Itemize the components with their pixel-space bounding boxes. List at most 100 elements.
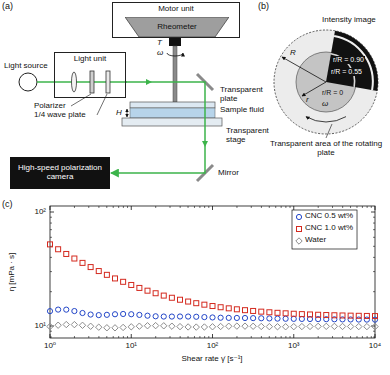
tick-mark — [180, 206, 181, 208]
tick-mark — [50, 334, 51, 338]
tick-mark — [373, 257, 375, 258]
tick-label: 10¹ — [125, 342, 137, 351]
symbol-label: r — [306, 96, 309, 105]
tick-mark — [356, 336, 357, 338]
legend-box — [292, 210, 357, 249]
tick-mark — [194, 206, 195, 208]
data-point — [226, 323, 232, 329]
panel-label: (b) — [258, 2, 269, 12]
intensity-image — [326, 31, 378, 91]
data-point — [356, 313, 361, 318]
data-point — [234, 307, 239, 312]
tick-mark — [371, 206, 372, 208]
data-point — [56, 247, 61, 252]
data-point — [129, 282, 134, 287]
data-point — [113, 276, 118, 281]
tick-mark — [50, 271, 52, 272]
data-point — [243, 308, 248, 313]
data-point — [161, 314, 166, 319]
data-point — [373, 314, 378, 319]
legend-marker — [296, 238, 302, 244]
data-point — [161, 323, 167, 329]
data-point — [372, 317, 377, 322]
tick-mark — [113, 206, 114, 208]
tick-mark — [50, 331, 52, 332]
data-point — [201, 324, 207, 330]
panel-label: (c) — [2, 200, 13, 210]
tick-mark — [371, 212, 375, 213]
data-point — [169, 314, 174, 319]
data-point — [218, 305, 223, 310]
part-label: Light source — [4, 62, 48, 71]
data-point — [316, 312, 321, 317]
data-point — [136, 323, 142, 329]
data-point — [218, 315, 223, 320]
data-point — [153, 314, 158, 319]
tick-mark — [236, 336, 237, 338]
data-point — [259, 309, 264, 314]
tick-mark — [131, 334, 132, 338]
data-point — [177, 314, 182, 319]
tick-mark — [50, 337, 52, 338]
tick-mark — [332, 206, 333, 208]
tick-mark — [251, 206, 252, 208]
data-point — [47, 309, 52, 314]
symbol-label: R — [290, 49, 296, 58]
data-point — [153, 291, 158, 296]
tick-mark — [155, 206, 156, 208]
data-point — [72, 256, 77, 261]
data-point — [315, 323, 321, 329]
legend-text: CNC 0.5 wt% — [305, 212, 353, 221]
tick-mark — [318, 336, 319, 338]
tick-mark — [373, 217, 375, 218]
legend — [292, 210, 357, 249]
data-point — [128, 324, 134, 330]
data-point — [71, 321, 77, 327]
axis-title: η [mPa · s] — [8, 253, 17, 292]
box-title: Light unit — [74, 55, 106, 64]
tick-mark — [131, 206, 132, 210]
data-point — [64, 307, 69, 312]
wave-plate-symbol — [106, 71, 110, 93]
radius-arrow — [282, 57, 326, 82]
data-point — [194, 301, 199, 306]
data-point — [144, 323, 150, 329]
data-point — [178, 297, 183, 302]
tick-mark — [290, 336, 291, 338]
data-point — [242, 315, 247, 320]
tick-mark — [373, 291, 375, 292]
tick-mark — [285, 336, 286, 338]
data-point — [87, 323, 93, 329]
data-point — [210, 315, 215, 320]
tick-mark — [113, 336, 114, 338]
data-point — [104, 312, 109, 317]
data-point — [347, 323, 353, 329]
data-point — [186, 314, 191, 319]
data-point — [104, 272, 109, 277]
box-title: Motor unit — [158, 5, 194, 14]
tick-label: 10² — [34, 208, 46, 217]
part-label: Polarizer — [34, 102, 66, 111]
data-point — [202, 302, 207, 307]
tick-mark — [293, 334, 294, 338]
data-point — [169, 323, 175, 329]
data-point — [145, 313, 150, 318]
data-point — [267, 316, 272, 321]
tick-mark — [188, 206, 189, 208]
data-point — [55, 322, 61, 328]
data-point — [307, 323, 313, 329]
tick-mark — [212, 334, 213, 338]
tick-mark — [332, 336, 333, 338]
data-point — [112, 325, 118, 331]
radius-label: r/R = 0.55 — [330, 68, 363, 76]
tick-mark — [188, 336, 189, 338]
tick-mark — [281, 336, 282, 338]
panel-label: (a) — [2, 2, 13, 12]
symbol-label: T — [157, 39, 162, 48]
tick-mark — [373, 337, 375, 338]
data-point — [266, 323, 272, 329]
data-point — [47, 323, 53, 329]
tick-mark — [373, 229, 375, 230]
tick-mark — [251, 336, 252, 338]
data-point — [186, 299, 191, 304]
